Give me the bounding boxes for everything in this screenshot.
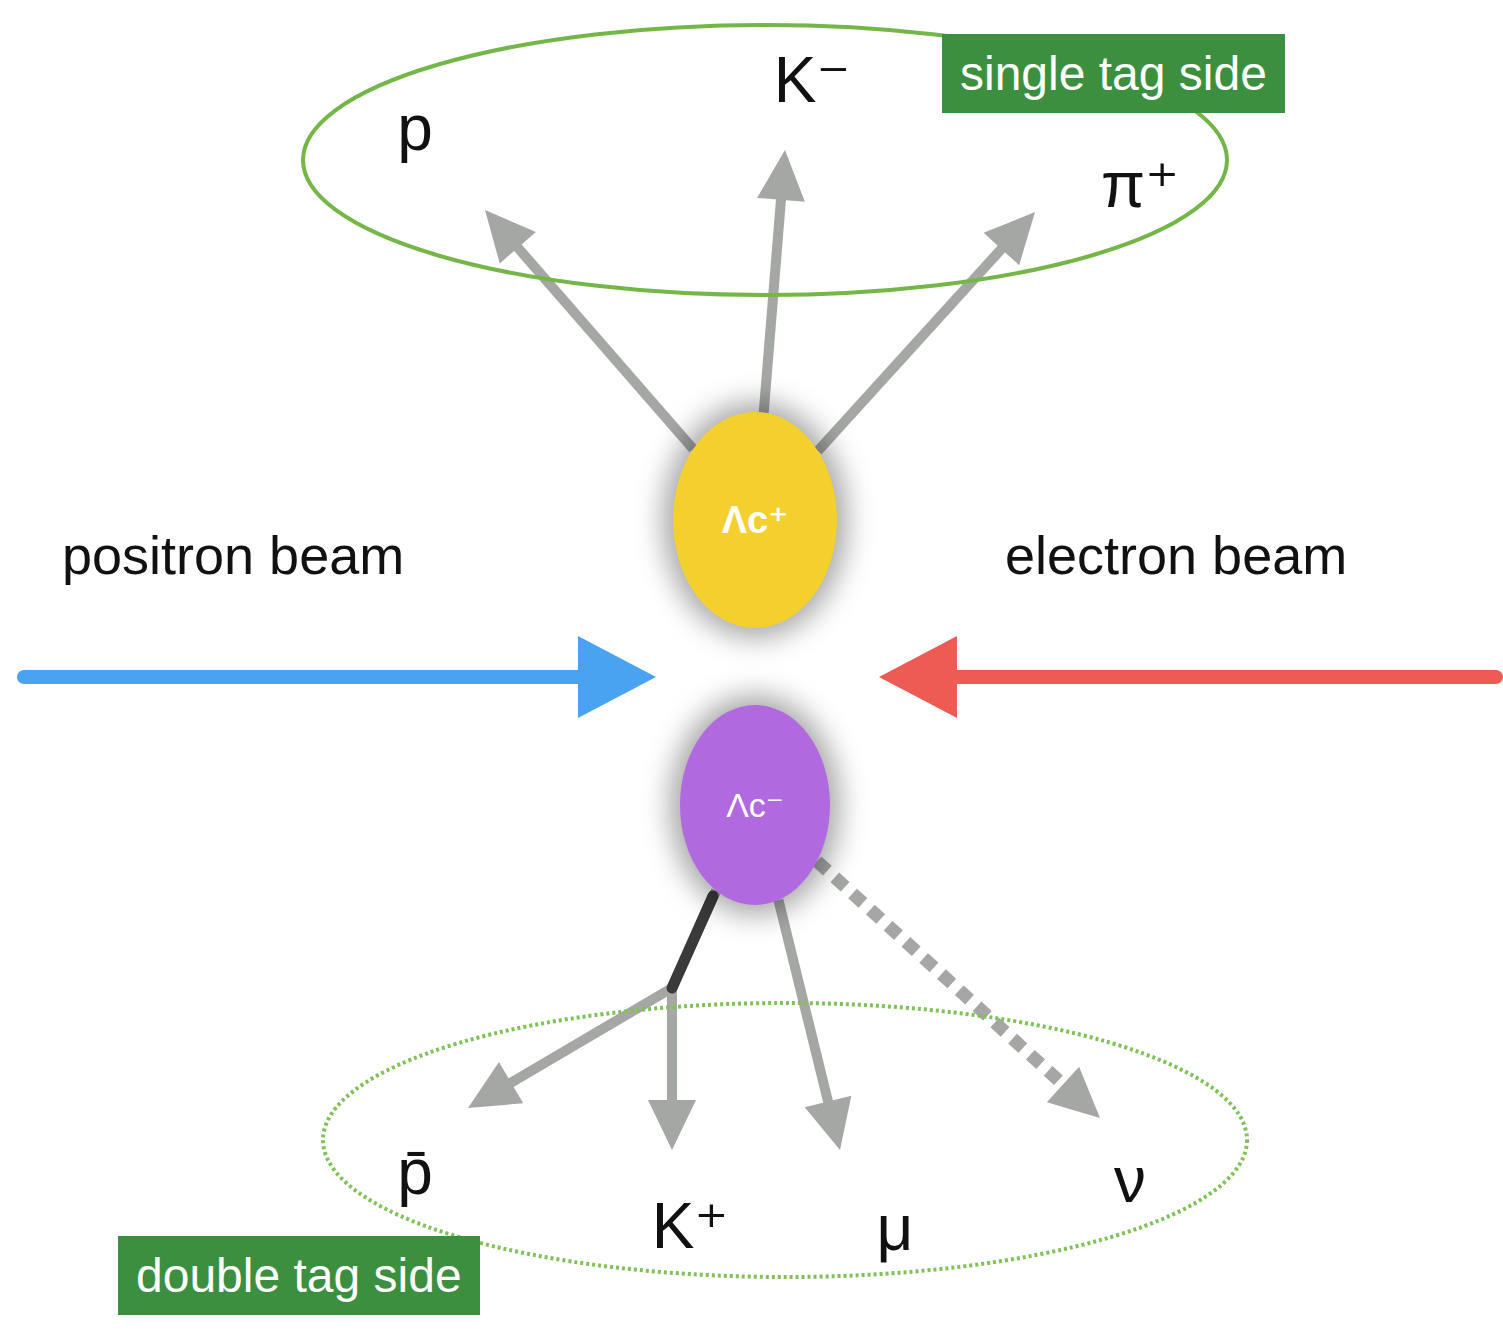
particle-name: K⁻ — [774, 45, 850, 115]
electron-beam-line — [955, 670, 1496, 684]
lambda-c-minus: Λc⁻ — [680, 705, 830, 905]
particle-name: π⁺ — [1101, 150, 1179, 220]
particle-name: K⁺ — [652, 1191, 728, 1261]
arrow-head — [1047, 1067, 1100, 1118]
arrow-line — [817, 861, 1066, 1087]
decay-arrow — [817, 861, 1100, 1118]
tag-label-box: double tag side — [118, 1236, 480, 1315]
positron-beam-head — [578, 636, 656, 718]
lambda-c-plus: Λc⁺ — [673, 412, 837, 628]
beam-label: electron beam — [1005, 524, 1347, 586]
arrow-line — [515, 245, 693, 449]
particle-name: μ — [877, 1193, 914, 1263]
decay-arrow — [648, 891, 716, 1150]
decay-arrow — [485, 210, 693, 449]
arrow-line — [764, 196, 782, 413]
particle-slot: μ — [877, 1193, 914, 1263]
arrow-head — [984, 212, 1035, 265]
arrow-line — [508, 891, 717, 1085]
arrow-line — [672, 891, 716, 1104]
beam-label-box: electron beam — [1005, 524, 1347, 586]
tag-label-box: single tag side — [942, 34, 1285, 113]
particle-name: p — [397, 93, 433, 163]
decay-arrow — [757, 150, 805, 413]
particle-slot: p — [397, 93, 433, 163]
baryon-name: Λc⁺ — [722, 498, 789, 542]
arrow-head — [485, 210, 536, 263]
arrow-head — [648, 1100, 696, 1150]
beam-label-box: positron beam — [62, 524, 404, 586]
particle-slot: K⁻ — [774, 45, 850, 115]
tag-label: single tag side — [960, 46, 1267, 101]
intermediate-decay-stub — [672, 896, 713, 988]
beam-label: positron beam — [62, 524, 404, 586]
positron-beam-line — [24, 670, 590, 684]
baryon-name: Λc⁻ — [726, 785, 784, 825]
decay-arrow — [818, 212, 1035, 451]
particle-name: p̄ — [397, 1137, 433, 1207]
particle-slot: ν — [1114, 1145, 1146, 1215]
particle-name: ν — [1114, 1145, 1146, 1215]
tag-label: double tag side — [136, 1248, 462, 1303]
decay-arrow — [778, 900, 851, 1150]
particle-slot: K⁺ — [652, 1191, 728, 1261]
arrow-head — [757, 150, 805, 202]
arrow-line — [818, 246, 1004, 451]
electron-beam-head — [879, 636, 957, 718]
arrow-head — [805, 1096, 852, 1150]
arrow-head — [468, 1062, 523, 1108]
particle-slot: π⁺ — [1101, 150, 1179, 220]
particle-slot: p̄ — [397, 1137, 433, 1207]
decay-arrow — [468, 891, 716, 1108]
